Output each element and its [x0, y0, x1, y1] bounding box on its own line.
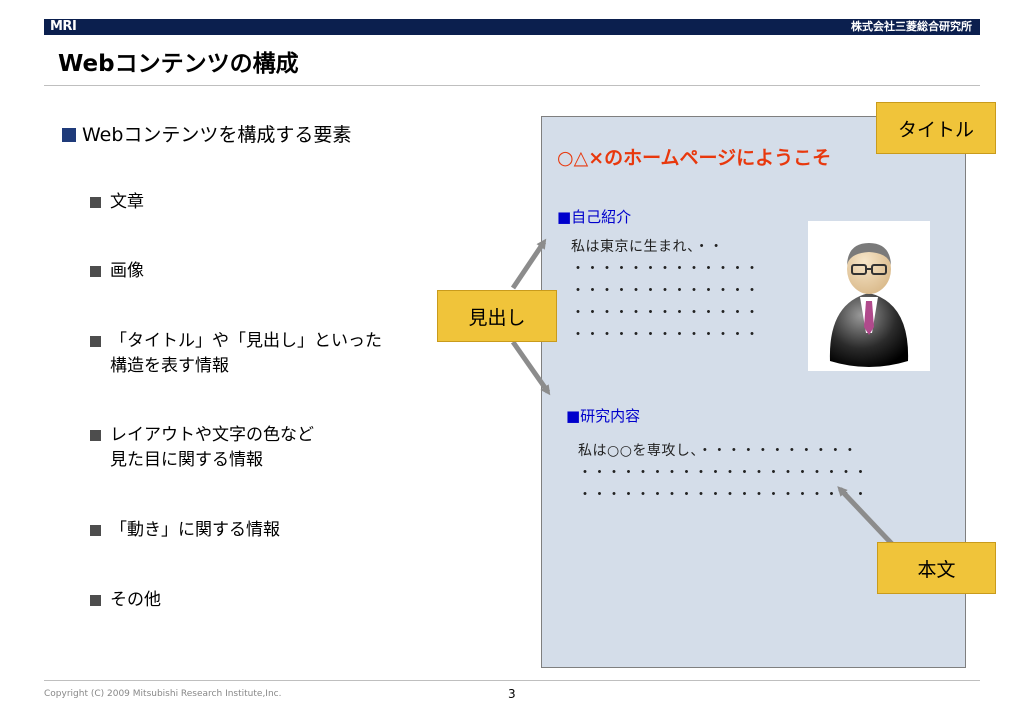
avatar — [808, 221, 930, 371]
sub-bullet-text: その他 — [110, 590, 161, 610]
copyright: Copyright (C) 2009 Mitsubishi Research I… — [44, 689, 282, 699]
main-bullet: Webコンテンツを構成する要素 — [62, 122, 351, 148]
sub-bullet: 画像 — [90, 259, 144, 284]
sub-bullet: レイアウトや文字の色など 見た目に関する情報 — [90, 423, 314, 473]
sub-bullet-text: 画像 — [110, 261, 144, 281]
person-icon — [829, 243, 909, 367]
mock-section-heading: ■研究内容 — [566, 407, 641, 425]
title-label: タイトル — [876, 102, 996, 154]
sub-bullet-text: レイアウトや文字の色など 見た目に関する情報 — [110, 425, 314, 470]
title-divider — [44, 85, 980, 86]
mock-section-heading: ■自己紹介 — [557, 208, 632, 226]
company-name: 株式会社三菱総合研究所 — [851, 20, 972, 33]
header-bar: MRI 株式会社三菱総合研究所 — [44, 19, 980, 35]
body-label: 本文 — [877, 542, 996, 594]
square-bullet-icon — [90, 197, 101, 208]
mock-body-line: ・・・・・・・・・・・・・ — [571, 327, 760, 343]
sub-bullet: その他 — [90, 588, 161, 613]
mri-logo: MRI — [50, 19, 77, 34]
square-bullet-icon — [62, 128, 76, 142]
mock-body-line: 私は東京に生まれ、・・ — [571, 239, 724, 255]
sub-bullet: 文章 — [90, 190, 144, 215]
mock-page-heading: ○△×のホームページにようこそ — [557, 147, 832, 169]
square-bullet-icon — [90, 336, 101, 347]
square-bullet-icon — [90, 430, 101, 441]
slide-title: Webコンテンツの構成 — [58, 51, 299, 77]
square-bullet-icon — [90, 266, 101, 277]
sub-bullet-text: 「動き」に関する情報 — [110, 520, 280, 540]
sub-bullet: 「タイトル」や「見出し」といった 構造を表す情報 — [90, 329, 382, 379]
sub-bullet-text: 文章 — [110, 192, 144, 212]
mock-body-line: ・・・・・・・・・・・・・ — [571, 261, 760, 277]
page-number: 3 — [508, 687, 516, 701]
main-bullet-text: Webコンテンツを構成する要素 — [82, 124, 352, 146]
square-bullet-icon — [90, 525, 101, 536]
mock-body-line: ・・・・・・・・・・・・・・・・・・・・ — [578, 465, 868, 481]
mock-body-line: ・・・・・・・・・・・・・・・・・・・・ — [578, 487, 868, 503]
mock-body-line: 私は○○を専攻し、・・・・・・・・・・・ — [578, 443, 858, 459]
mock-body-line: ・・・・・・・・・・・・・ — [571, 283, 760, 299]
sub-bullet: 「動き」に関する情報 — [90, 518, 280, 543]
square-bullet-icon — [90, 595, 101, 606]
footer-divider — [44, 680, 980, 681]
mock-body-line: ・・・・・・・・・・・・・ — [571, 305, 760, 321]
sub-bullet-text: 「タイトル」や「見出し」といった 構造を表す情報 — [110, 331, 382, 376]
heading-label: 見出し — [437, 290, 557, 342]
